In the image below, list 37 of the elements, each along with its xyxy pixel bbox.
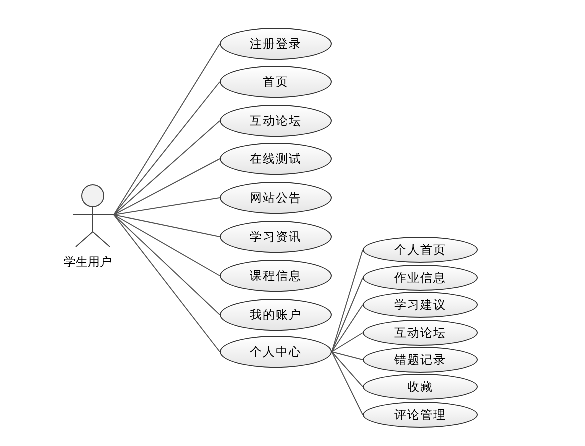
association-line bbox=[332, 332, 364, 352]
use-case-label: 在线测试 bbox=[250, 150, 302, 168]
association-line bbox=[114, 158, 220, 216]
use-case-label: 首页 bbox=[263, 74, 289, 90]
use-case-label: 个人中心 bbox=[250, 344, 302, 360]
use-case-ellipse bbox=[220, 336, 332, 368]
association-line bbox=[114, 198, 220, 216]
use-case-label: 个人首页 bbox=[394, 242, 446, 258]
association-line bbox=[332, 352, 364, 360]
use-case-ellipse bbox=[363, 402, 478, 428]
use-case-label: 学习资讯 bbox=[250, 228, 302, 246]
association-line bbox=[332, 352, 364, 388]
use-case-label: 网站公告 bbox=[250, 190, 302, 206]
association-line bbox=[114, 44, 220, 216]
association-line bbox=[114, 214, 220, 316]
use-case-label: 课程信息 bbox=[250, 268, 302, 284]
association-line bbox=[114, 214, 220, 352]
association-line bbox=[332, 250, 364, 352]
use-case-ellipse bbox=[363, 237, 478, 263]
use-case-ellipse bbox=[363, 265, 478, 291]
use-case-label: 互动论坛 bbox=[250, 112, 302, 130]
use-case-label: 注册登录 bbox=[250, 36, 302, 52]
use-case-label: 错题记录 bbox=[394, 352, 446, 368]
association-line bbox=[332, 304, 364, 352]
use-case-label: 作业信息 bbox=[394, 270, 446, 286]
use-case-label: 我的账户 bbox=[250, 306, 302, 324]
use-case-label: 评论管理 bbox=[394, 406, 446, 424]
actor-label: 学生用户 bbox=[63, 254, 113, 271]
association-line bbox=[114, 214, 220, 276]
association-line bbox=[114, 120, 220, 216]
use-case-label: 收藏 bbox=[408, 378, 434, 396]
association-line bbox=[332, 278, 364, 352]
association-line bbox=[114, 214, 220, 238]
association-line bbox=[332, 352, 364, 416]
association-line bbox=[114, 82, 220, 216]
use-case-label: 互动论坛 bbox=[394, 324, 446, 342]
use-case-label: 学习建议 bbox=[394, 296, 446, 314]
